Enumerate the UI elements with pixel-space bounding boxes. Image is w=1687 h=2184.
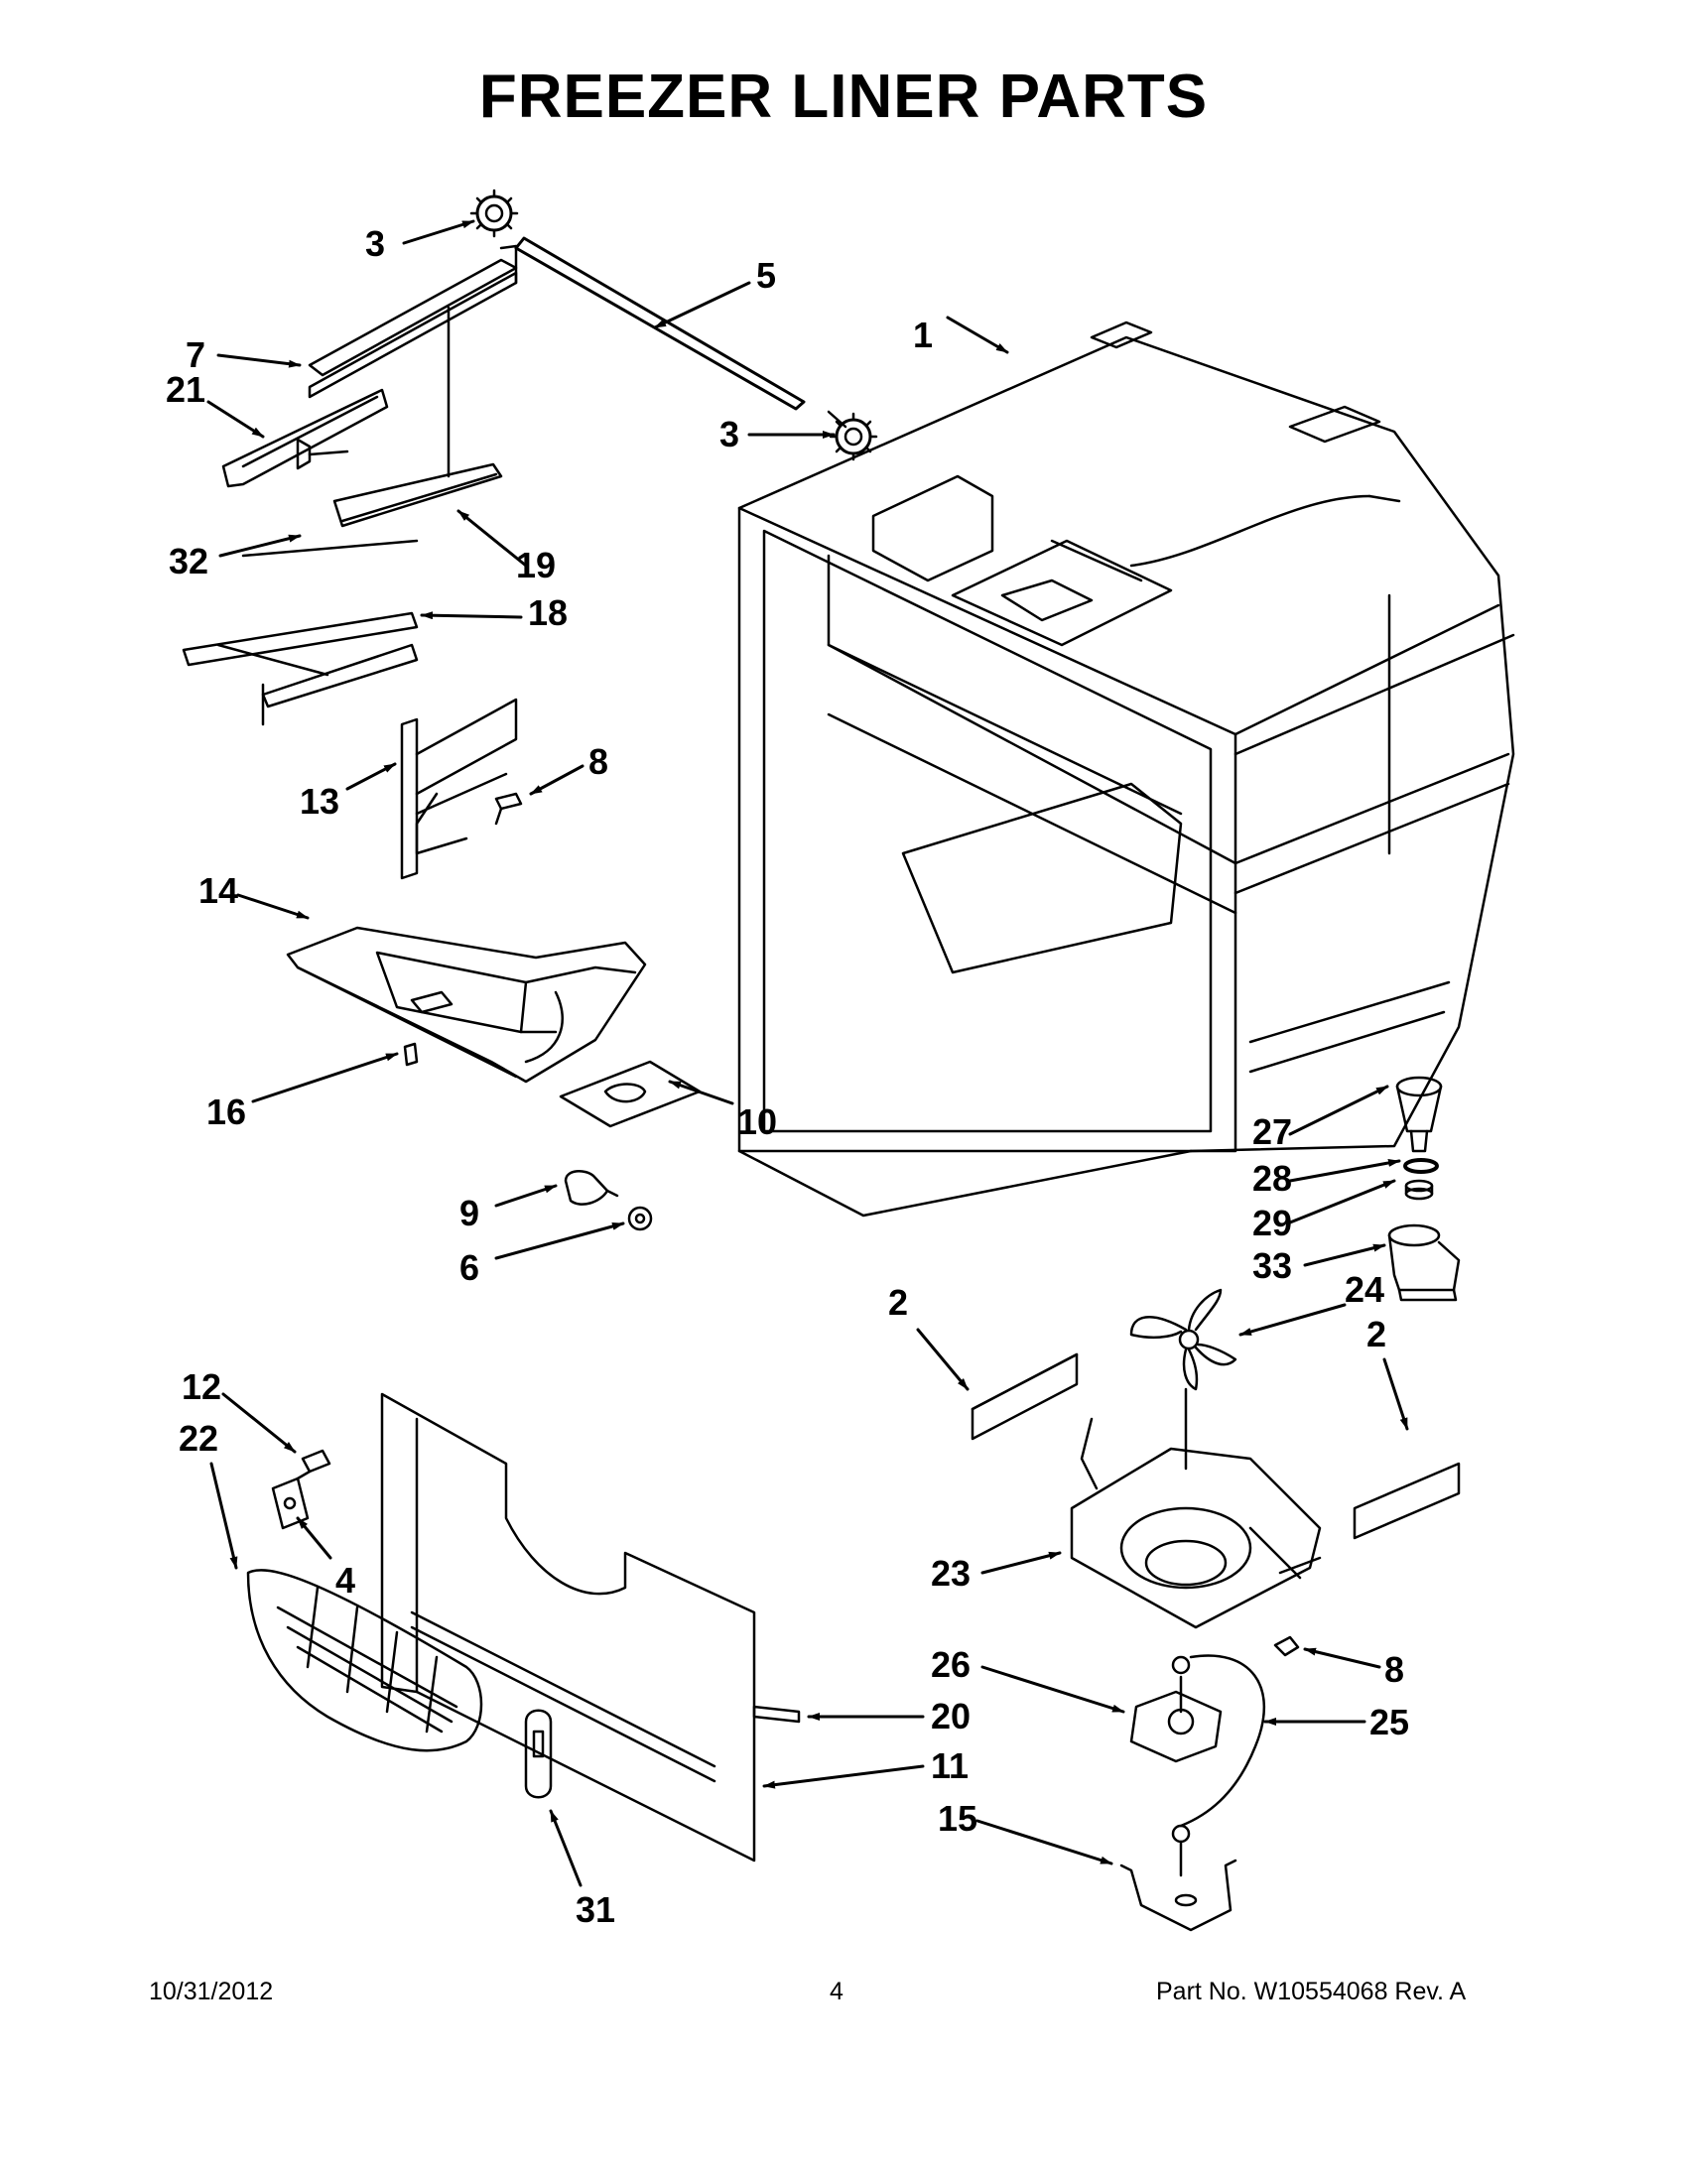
callout-15: 15 [938, 1798, 977, 1839]
callout-33: 33 [1252, 1245, 1292, 1286]
callout-18: 18 [528, 592, 568, 633]
wire-harness-part [1179, 1654, 1265, 1828]
callout-19: 19 [516, 545, 556, 585]
callout-28: 28 [1252, 1158, 1292, 1199]
callout-8-upper: 8 [588, 741, 608, 782]
bulb-socket-part [627, 1206, 653, 1231]
foam-pad-part-right [1353, 1462, 1461, 1540]
screw-part-8-upper [494, 792, 523, 826]
callout-16: 16 [206, 1092, 246, 1132]
motor-part [1129, 1655, 1223, 1763]
o-ring-part [1403, 1158, 1439, 1174]
seal-part [1404, 1179, 1434, 1201]
callout-7: 7 [186, 334, 205, 375]
callout-9: 9 [459, 1193, 479, 1233]
callout-12: 12 [182, 1366, 221, 1407]
slide-rail-assembly [182, 244, 518, 726]
switch-part [403, 1042, 419, 1067]
footer-date: 10/31/2012 [149, 1978, 274, 2005]
callout-14: 14 [198, 870, 238, 911]
footer-part-number: Part No. W10554068 Rev. A [1156, 1978, 1467, 2005]
screw-part-12 [296, 1449, 331, 1480]
callout-32: 32 [169, 541, 208, 581]
callout-labels: 1 2 2 3 3 4 5 6 7 8 8 9 10 11 12 13 14 1… [166, 223, 1409, 1930]
fan-blade-part [1129, 1288, 1237, 1391]
duct-part [1387, 1223, 1461, 1302]
bracket-part [400, 698, 518, 880]
callout-31: 31 [576, 1889, 615, 1930]
ice-tray-part [286, 926, 647, 1084]
rod-part [514, 236, 806, 411]
callout-4: 4 [335, 1560, 355, 1601]
callout-leaders [206, 219, 1409, 1887]
seal-strip-part [752, 1705, 801, 1724]
callout-6: 6 [459, 1247, 479, 1288]
label-sheet-part [559, 1060, 702, 1128]
auger-cup-part [1395, 1076, 1443, 1153]
callout-21: 21 [166, 369, 205, 410]
grille-part [246, 1569, 483, 1752]
fan-housing-part [1070, 1387, 1322, 1629]
callout-1: 1 [913, 315, 933, 355]
callout-2-left: 2 [888, 1282, 908, 1323]
gear-part-top [469, 189, 519, 238]
callout-24: 24 [1345, 1269, 1384, 1310]
callout-10: 10 [737, 1101, 777, 1142]
foam-pad-part-left [971, 1352, 1079, 1441]
callout-8-lower: 8 [1384, 1649, 1404, 1690]
fan-mount-part [271, 1477, 310, 1530]
callout-29: 29 [1252, 1203, 1292, 1243]
page-title: FREEZER LINER PARTS [478, 63, 1209, 131]
rear-panel-part [380, 1392, 756, 1863]
light-bulb-part [564, 1170, 619, 1206]
callout-13: 13 [300, 781, 339, 822]
callout-27: 27 [1252, 1111, 1292, 1152]
callout-3-bottom: 3 [719, 414, 739, 454]
motor-bracket-part [1119, 1824, 1237, 1932]
footer-page-number: 4 [830, 1978, 844, 2005]
callout-5: 5 [756, 255, 776, 296]
callout-25: 25 [1369, 1702, 1409, 1742]
callout-20: 20 [931, 1696, 971, 1736]
callout-23: 23 [931, 1553, 971, 1594]
callout-11: 11 [931, 1745, 969, 1786]
callout-26: 26 [931, 1644, 971, 1685]
callout-3-top: 3 [365, 223, 385, 264]
thermistor-part [524, 1709, 553, 1799]
callout-22: 22 [179, 1418, 218, 1459]
gear-part-bottom [827, 410, 878, 461]
freezer-liner-part [737, 321, 1515, 1218]
screw-part-8-lower [1273, 1635, 1300, 1657]
callout-2-right: 2 [1366, 1314, 1386, 1354]
